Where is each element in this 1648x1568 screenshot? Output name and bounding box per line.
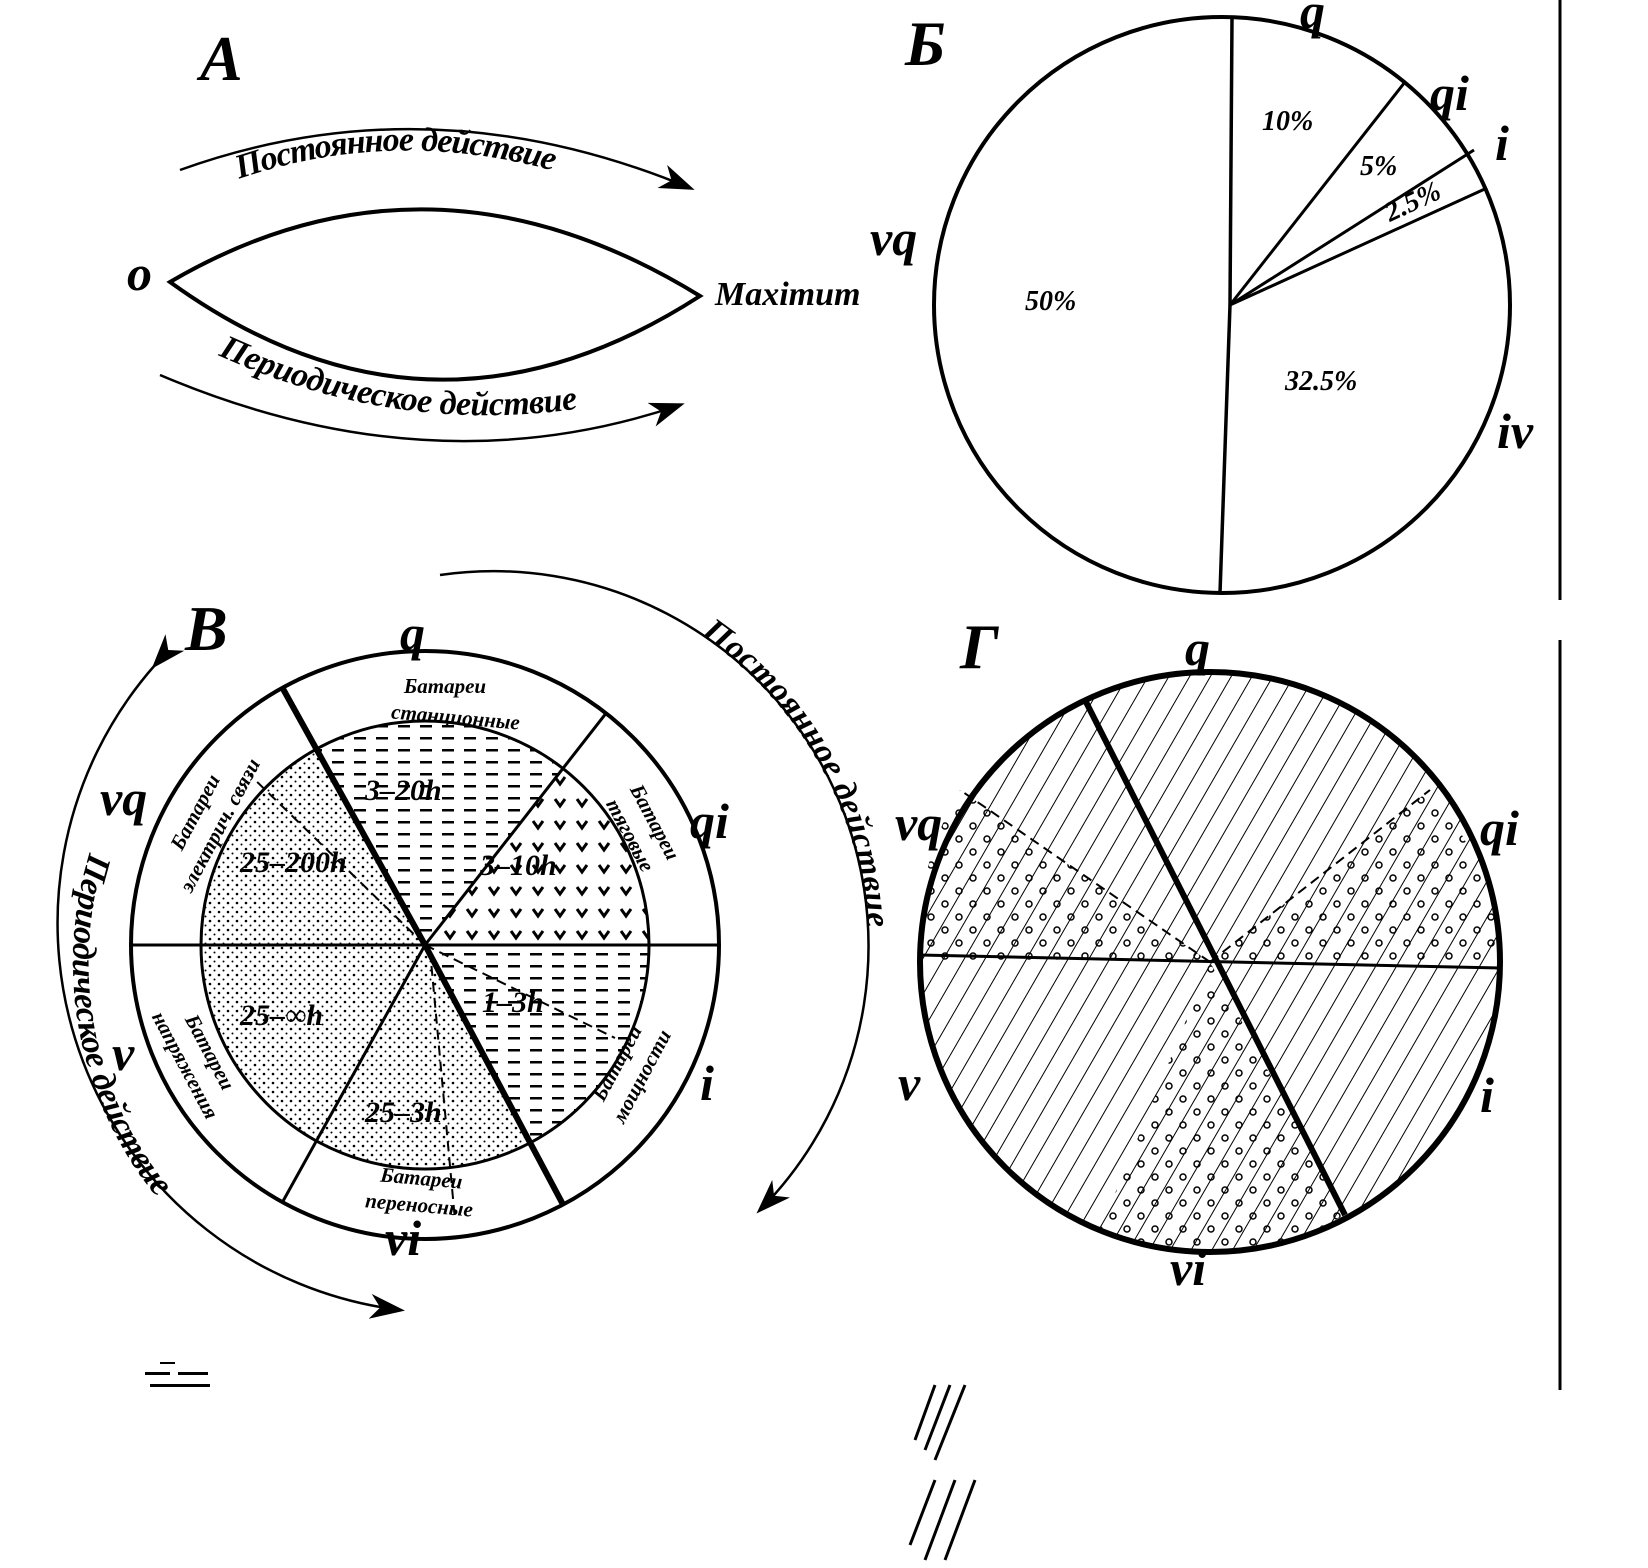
dotted-sector-vq — [919, 790, 1210, 962]
disc-outline — [917, 669, 1503, 1255]
panel-a: А o Maximum Постоянное действие Периодич… — [127, 23, 860, 443]
dashed-guide — [1209, 789, 1431, 963]
marker-q: q — [1300, 0, 1325, 39]
marker-i: i — [1480, 1067, 1494, 1123]
marker-iv: iv — [1497, 403, 1534, 459]
sector-traction — [425, 768, 649, 945]
marker-qi: qi — [1430, 65, 1469, 121]
sector-power — [425, 945, 649, 1143]
marker-v: v — [112, 1025, 135, 1081]
sector-divider — [422, 943, 566, 1206]
pie-outline — [932, 15, 1512, 595]
end-label: Maximum — [714, 276, 860, 313]
hours-comm: 25–200h — [239, 846, 347, 879]
marker-v: v — [898, 1055, 921, 1111]
panel-g-title: Г — [959, 611, 999, 682]
panel-g: Г q qi i vi v vq — [895, 611, 1519, 1561]
slice-divider — [1228, 81, 1407, 306]
panel-v-title: В — [184, 593, 228, 664]
periodic-action-arrow — [56, 634, 405, 1319]
legend-dash-swatch — [145, 1362, 210, 1387]
slice-label-10: 10% — [1262, 106, 1313, 137]
lens-shape — [166, 207, 704, 382]
constant-action-arrow — [439, 569, 870, 1214]
hours-station: 3–20h — [364, 774, 442, 807]
ring-label-portable: Батареи переносные — [364, 1162, 474, 1221]
marker-vi: vi — [1170, 1240, 1206, 1296]
marker-vq: vq — [100, 770, 147, 826]
periodic-action-arrow — [159, 373, 685, 443]
dashed-guide — [959, 789, 1211, 963]
slice-label-50: 50% — [1025, 286, 1076, 317]
marker-qi: qi — [690, 793, 729, 849]
panel-a-title: А — [196, 23, 243, 94]
svg-text:переносные: переносные — [364, 1188, 474, 1221]
slice-divider — [1229, 148, 1475, 307]
dotted-sector-qi — [1210, 790, 1500, 962]
marker-qi: qi — [1480, 800, 1519, 856]
hours-voltage: 25–∞h — [239, 999, 323, 1032]
dashed-guide — [424, 944, 616, 1039]
marker-i: i — [1495, 115, 1509, 171]
constant-action-arrow — [179, 127, 695, 190]
hours-traction: 3–10h — [479, 849, 557, 882]
hours-power: 1–3h — [482, 986, 544, 1019]
slice-divider — [1228, 17, 1234, 306]
marker-vq: vq — [895, 795, 942, 851]
panel-v: В q qi i vi v vq Батареи станционные Бат… — [56, 569, 897, 1387]
marker-vi: vi — [385, 1210, 421, 1266]
slice-label-32-5: 32.5% — [1284, 366, 1357, 397]
marker-q: q — [1185, 620, 1210, 676]
dashed-guide — [429, 949, 456, 1221]
hours-portable: 25–3h — [364, 1096, 442, 1129]
right-arc-label: Постоянное действие — [695, 611, 896, 929]
dotted-sector-vi — [1100, 962, 1345, 1251]
marker-vq: vq — [870, 210, 917, 266]
slice-divider — [1218, 304, 1232, 594]
panel-b-pie: Б 10% 5% 2.5% 32.5% 50% q qi i iv vq — [870, 0, 1534, 595]
legend-hatch-swatch — [908, 1384, 977, 1561]
slice-divider — [1229, 186, 1488, 307]
start-label: o — [127, 245, 152, 301]
svg-text:Батареи: Батареи — [403, 674, 486, 698]
upper-arc-label: Постоянное действие — [230, 122, 561, 187]
marker-i: i — [700, 1055, 714, 1111]
marker-q: q — [400, 605, 425, 661]
sector-divider — [423, 712, 608, 946]
panel-b-title: Б — [904, 8, 946, 79]
slice-label-5: 5% — [1360, 151, 1397, 182]
